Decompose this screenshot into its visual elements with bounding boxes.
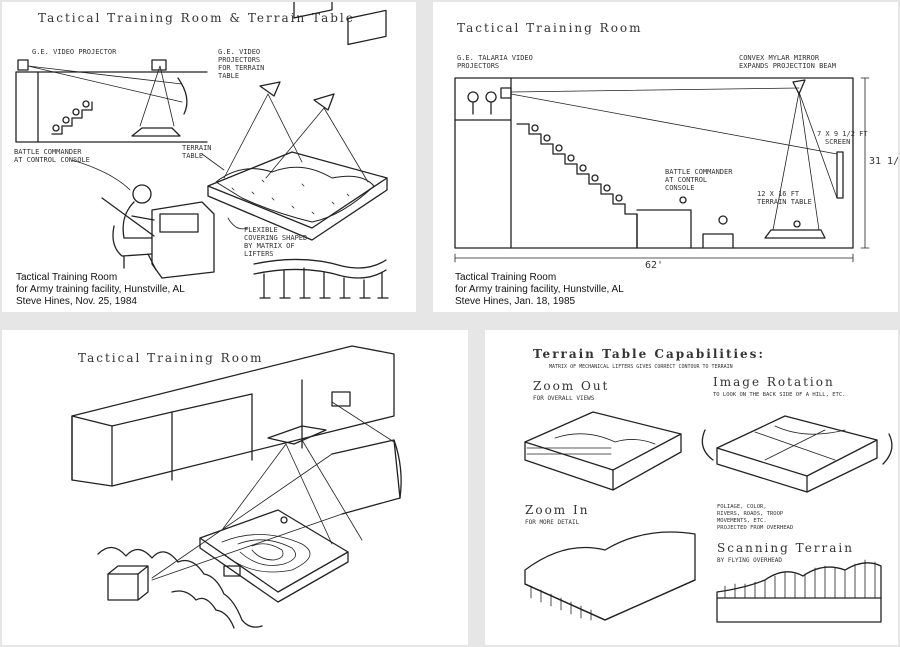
svg-text:COVERING SHAPED: COVERING SHAPED xyxy=(244,234,307,242)
sketch-panel-room-section: Tactical Training Room xyxy=(433,2,898,312)
building-section-drawing xyxy=(454,77,854,249)
svg-text:AT CONTROL CONSOLE: AT CONTROL CONSOLE xyxy=(14,156,90,164)
panel-caption: Tactical Training Room for Army training… xyxy=(16,272,185,307)
audience-drawing xyxy=(97,546,263,629)
svg-text:RIVERS, ROADS, TROOP: RIVERS, ROADS, TROOP xyxy=(717,511,784,517)
terrain-table-label: TERRAIN TABLE xyxy=(182,144,212,160)
zoom-in-heading: Zoom In xyxy=(525,503,589,517)
projector-label: G.E. VIDEO PROJECTOR xyxy=(32,48,117,56)
svg-text:CONVEX MYLAR MIRROR: CONVEX MYLAR MIRROR xyxy=(739,54,820,62)
svg-text:FOLIAGE, COLOR,: FOLIAGE, COLOR, xyxy=(717,504,767,510)
projection-beams xyxy=(223,93,369,183)
svg-text:7 X 9 1/2 FT: 7 X 9 1/2 FT xyxy=(817,130,868,138)
projection-note: FOLIAGE, COLOR, RIVERS, ROADS, TROOP MOV… xyxy=(717,504,793,531)
control-console-drawing xyxy=(101,184,215,279)
terrain-table-drawing xyxy=(199,509,349,603)
zoom-out-sub: FOR OVERALL VIEWS xyxy=(533,395,595,402)
zoom-out-drawing xyxy=(524,411,682,491)
svg-text:G.E. TALARIA VIDEO: G.E. TALARIA VIDEO xyxy=(457,54,533,62)
terrain-table-drawing xyxy=(207,151,388,241)
projector-icon xyxy=(259,2,387,111)
mirror-label: CONVEX MYLAR MIRROR EXPANDS PROJECTION B… xyxy=(739,54,836,70)
terrain-table-label: 12 X 16 FT TERRAIN TABLE xyxy=(757,190,812,206)
perspective-sketch: Tactical Training Room xyxy=(71,345,402,629)
projection-beams xyxy=(151,401,395,581)
panel-title: Tactical Training Room xyxy=(457,21,643,35)
svg-text:TABLE: TABLE xyxy=(218,72,239,80)
scanning-heading: Scanning Terrain xyxy=(717,541,854,555)
sketch-panel-terrain-table: Tactical Training Room & Terrain Table xyxy=(2,2,416,312)
projectors-label: G.E. TALARIA VIDEO PROJECTORS xyxy=(457,54,533,70)
dimension-lines xyxy=(454,77,870,263)
panel-subtitle: MATRIX OF MECHANICAL LIFTERS GIVES CORRE… xyxy=(549,364,733,370)
zoom-in-drawing xyxy=(524,531,696,621)
projectors-label: G.E. VIDEO PROJECTORS FOR TERRAIN TABLE xyxy=(218,48,264,80)
panel-title: Terrain Table Capabilities: xyxy=(533,347,765,361)
rotation-heading: Image Rotation xyxy=(713,375,835,389)
svg-text:TERRAIN: TERRAIN xyxy=(182,144,212,152)
room-box-drawing xyxy=(71,345,402,515)
commander-label: BATTLE COMMANDER AT CONTROL CONSOLE xyxy=(14,148,90,164)
svg-text:FLEXIBLE: FLEXIBLE xyxy=(244,226,278,234)
panel-title: Tactical Training Room & Terrain Table xyxy=(38,11,355,25)
svg-text:12 X 16 FT: 12 X 16 FT xyxy=(757,190,800,198)
height-dimension: 31 1/2' xyxy=(869,156,898,167)
svg-text:SCREEN: SCREEN xyxy=(825,138,850,146)
svg-text:PROJECTED FROM OVERHEAD: PROJECTED FROM OVERHEAD xyxy=(717,525,793,531)
svg-text:BATTLE COMMANDER: BATTLE COMMANDER xyxy=(665,168,733,176)
svg-text:LIFTERS: LIFTERS xyxy=(244,250,274,258)
svg-text:PROJECTORS: PROJECTORS xyxy=(457,62,499,70)
width-dimension: 62' xyxy=(645,260,663,271)
commander-label: BATTLE COMMANDER AT CONTROL CONSOLE xyxy=(665,168,733,192)
svg-text:TABLE: TABLE xyxy=(182,152,203,160)
terrain-table-sketch: Tactical Training Room & Terrain Table xyxy=(14,2,389,299)
room-section-sketch: Tactical Training Room xyxy=(454,21,898,271)
projection-beams xyxy=(510,87,838,231)
panel-title: Tactical Training Room xyxy=(78,351,264,365)
svg-text:CONSOLE: CONSOLE xyxy=(665,184,695,192)
zoom-in-sub: FOR MORE DETAIL xyxy=(525,519,580,526)
capabilities-sketch: Terrain Table Capabilities: MATRIX OF ME… xyxy=(524,347,893,623)
room-section-drawing xyxy=(15,59,208,143)
svg-text:MOVEMENTS, ETC.: MOVEMENTS, ETC. xyxy=(717,518,767,524)
svg-text:BATTLE COMMANDER: BATTLE COMMANDER xyxy=(14,148,82,156)
scanning-terrain-drawing xyxy=(716,559,882,623)
svg-text:TERRAIN TABLE: TERRAIN TABLE xyxy=(757,198,812,206)
rotation-sub: TO LOOK ON THE BACK SIDE OF A HILL, ETC. xyxy=(713,392,845,398)
image-rotation-drawing xyxy=(701,415,893,493)
sketch-panel-capabilities: Terrain Table Capabilities: MATRIX OF ME… xyxy=(485,330,898,645)
scanning-sub: BY FLYING OVERHEAD xyxy=(717,557,782,564)
svg-text:PROJECTORS: PROJECTORS xyxy=(218,56,260,64)
leader-lines xyxy=(71,153,249,230)
zoom-out-heading: Zoom Out xyxy=(533,379,609,393)
svg-text:FOR TERRAIN: FOR TERRAIN xyxy=(218,64,264,72)
sketch-panel-perspective: Tactical Training Room xyxy=(2,330,468,645)
svg-text:EXPANDS PROJECTION BEAM: EXPANDS PROJECTION BEAM xyxy=(739,62,836,70)
screen-label: 7 X 9 1/2 FT SCREEN xyxy=(817,130,868,146)
flexible-covering-label: FLEXIBLE COVERING SHAPED BY MATRIX OF LI… xyxy=(244,226,307,258)
svg-text:G.E. VIDEO: G.E. VIDEO xyxy=(218,48,260,56)
svg-text:AT CONTROL: AT CONTROL xyxy=(665,176,707,184)
svg-text:BY MATRIX OF: BY MATRIX OF xyxy=(244,242,295,250)
lifters-detail-drawing xyxy=(253,258,389,299)
panel-caption: Tactical Training Room for Army training… xyxy=(455,272,624,307)
